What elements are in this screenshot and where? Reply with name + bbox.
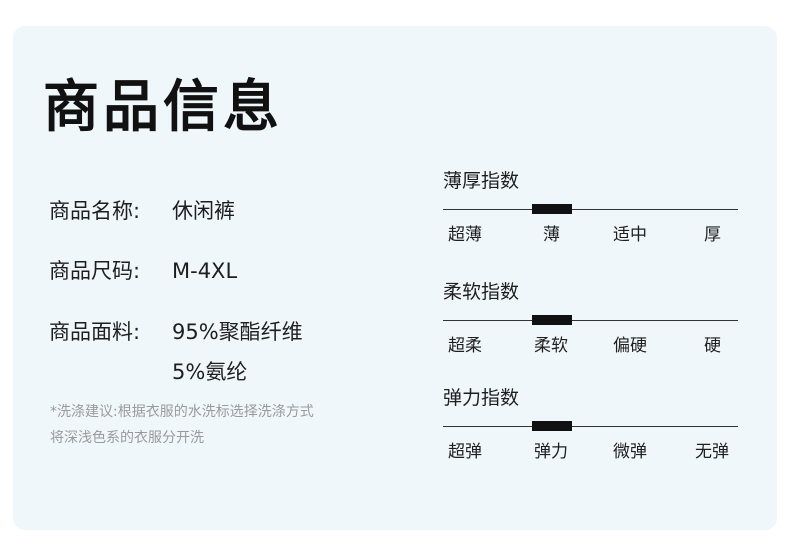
product-name-row: 商品名称: 休闲裤 — [49, 196, 235, 226]
product-fabric-value-1: 95%聚酯纤维 — [172, 320, 303, 344]
elasticity-scale-labels: 超弹 弹力 微弹 无弹 — [443, 437, 738, 462]
page-title: 商品信息 — [43, 75, 283, 140]
scale-label: 微弹 — [613, 442, 647, 462]
scale-label: 超弹 — [448, 442, 482, 462]
product-size-value: M-4XL — [172, 259, 238, 283]
thickness-scale-labels: 超薄 薄 适中 厚 — [443, 220, 738, 245]
wash-note-line-1: *洗涤建议:根据衣服的水洗标选择洗涤方式 — [50, 404, 314, 420]
softness-scale-labels: 超柔 柔软 偏硬 硬 — [443, 331, 738, 356]
product-fabric-row: 商品面料: 95%聚酯纤维 — [49, 317, 303, 347]
scale-label: 无弹 — [695, 442, 729, 462]
wash-note-line-2: 将深浅色系的衣服分开洗 — [50, 430, 204, 446]
thickness-scale-title: 薄厚指数 — [443, 170, 520, 192]
scale-label: 厚 — [704, 225, 721, 245]
product-size-row: 商品尺码: M-4XL — [49, 256, 237, 286]
scale-label: 硬 — [704, 336, 721, 356]
product-info-card — [13, 26, 777, 530]
thickness-scale: 薄厚指数 超薄 薄 适中 厚 — [443, 168, 738, 245]
softness-scale: 柔软指数 超柔 柔软 偏硬 硬 — [443, 279, 738, 356]
softness-scale-indicator — [532, 315, 572, 325]
elasticity-scale-indicator — [532, 421, 572, 431]
scale-label: 适中 — [613, 225, 647, 245]
product-fabric-label: 商品面料: — [49, 320, 141, 344]
product-name-value: 休闲裤 — [172, 199, 235, 223]
scale-label: 柔软 — [534, 336, 568, 356]
thickness-scale-bar — [443, 202, 738, 216]
scale-label: 薄 — [543, 225, 560, 245]
scale-label: 弹力 — [534, 442, 568, 462]
elasticity-scale-bar — [443, 419, 738, 433]
elasticity-scale-line — [443, 426, 738, 427]
scale-label: 超柔 — [448, 336, 482, 356]
product-name-label: 商品名称: — [49, 199, 141, 223]
softness-scale-bar — [443, 313, 738, 327]
thickness-scale-line — [443, 209, 738, 210]
softness-scale-line — [443, 320, 738, 321]
product-fabric-value-2: 5%氨纶 — [172, 360, 248, 384]
product-size-label: 商品尺码: — [49, 259, 141, 283]
elasticity-scale: 弹力指数 超弹 弹力 微弹 无弹 — [443, 385, 738, 462]
thickness-scale-indicator — [532, 204, 572, 214]
scale-label: 偏硬 — [613, 336, 647, 356]
softness-scale-title: 柔软指数 — [443, 281, 520, 303]
scale-label: 超薄 — [448, 225, 482, 245]
elasticity-scale-title: 弹力指数 — [443, 387, 520, 409]
